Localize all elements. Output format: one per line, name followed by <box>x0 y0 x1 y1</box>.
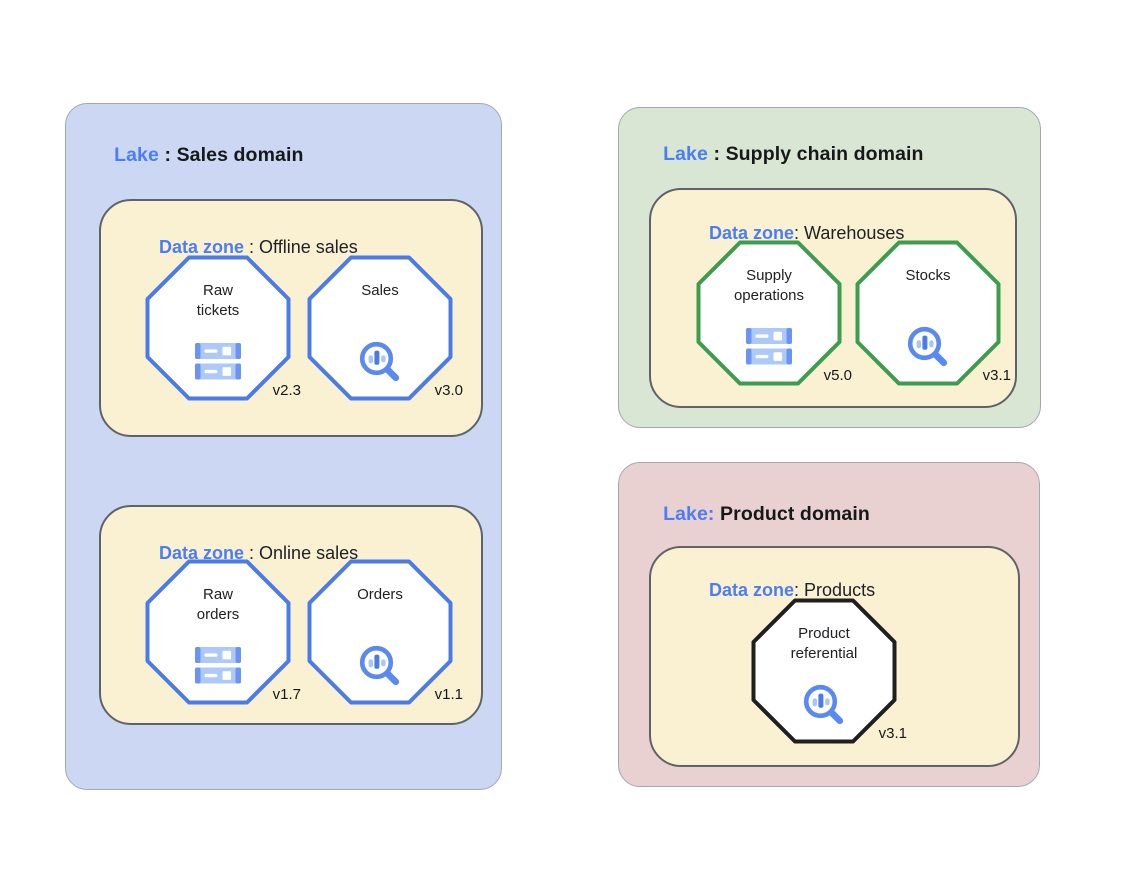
version-label: v3.0 <box>434 382 463 399</box>
data-zone-offline-sales: Data zone : Offline sales Raw tickets v2… <box>99 199 483 437</box>
lake-sales-domain: Lake : Sales domain Data zone : Offline … <box>65 103 502 790</box>
entity-stocks: Stocks v3.1 <box>855 240 1011 386</box>
zone-header: Data zone : Online sales <box>129 522 358 585</box>
lake-supply-chain-domain: Lake : Supply chain domain Data zone: Wa… <box>618 107 1041 428</box>
version-label: v1.7 <box>272 686 301 703</box>
lake-title: : Supply chain domain <box>707 143 924 165</box>
entity-product-referential: Product referential v3.1 <box>751 598 907 744</box>
version-label: v3.1 <box>878 725 907 742</box>
zone-label: Data zone <box>159 543 245 563</box>
entity-label: Orders <box>357 586 403 603</box>
octagon-shape <box>855 240 1001 386</box>
lake-header: Lake : Supply chain domain <box>641 120 924 189</box>
zone-header: Data zone : Offline sales <box>129 216 358 279</box>
storage-icon <box>696 328 842 365</box>
entity-label: Sales <box>361 282 399 299</box>
data-zone-products: Data zone: Products Product referential … <box>649 546 1020 767</box>
zone-title: : Online sales <box>244 543 359 563</box>
octagon-shape <box>145 559 291 705</box>
storage-icon <box>145 343 291 380</box>
entity-raw-orders: Raw orders v1.7 <box>145 559 301 705</box>
lake-title: : Sales domain <box>158 144 304 166</box>
octagon-shape <box>307 559 453 705</box>
zone-header: Data zone: Products <box>679 559 875 622</box>
zone-header: Data zone: Warehouses <box>679 202 904 265</box>
data-zone-online-sales: Data zone : Online sales Raw orders v1.7… <box>99 505 483 725</box>
octagon-shape <box>751 598 897 744</box>
version-label: v2.3 <box>272 382 301 399</box>
lake-title: Product domain <box>714 503 870 525</box>
entity-raw-tickets: Raw tickets v2.3 <box>145 255 301 401</box>
zone-label: Data zone <box>709 580 795 600</box>
octagon-shape <box>307 255 453 401</box>
storage-icon <box>145 647 291 684</box>
zone-title: : Products <box>794 580 876 600</box>
zone-label: Data zone <box>709 223 795 243</box>
lake-header: Lake : Sales domain <box>92 121 303 190</box>
zone-title: : Warehouses <box>794 223 905 243</box>
entity-label: Product referential <box>790 625 858 662</box>
zone-label: Data zone <box>159 237 245 257</box>
search-analytics-icon <box>751 682 897 728</box>
lake-label: Lake <box>114 144 159 166</box>
entity-label: Supply operations <box>733 267 805 304</box>
lake-label: Lake <box>663 143 708 165</box>
entity-label: Raw tickets <box>196 282 240 319</box>
version-label: v3.1 <box>982 367 1011 384</box>
lake-label: Lake: <box>663 503 715 525</box>
entity-supply-operations: Supply operations v5.0 <box>696 240 852 386</box>
search-analytics-icon <box>307 339 453 385</box>
entity-sales: Sales v3.0 <box>307 255 463 401</box>
lake-product-domain: Lake: Product domain Data zone: Products… <box>618 462 1040 787</box>
search-analytics-icon <box>855 324 1001 370</box>
version-label: v5.0 <box>823 367 852 384</box>
lake-header: Lake: Product domain <box>641 480 870 549</box>
search-analytics-icon <box>307 643 453 689</box>
entity-orders: Orders v1.1 <box>307 559 463 705</box>
octagon-shape <box>145 255 291 401</box>
zone-title: : Offline sales <box>244 237 358 257</box>
octagon-shape <box>696 240 842 386</box>
data-zone-warehouses: Data zone: Warehouses Supply operations … <box>649 188 1017 408</box>
entity-label: Stocks <box>905 267 951 284</box>
entity-label: Raw orders <box>196 586 240 623</box>
version-label: v1.1 <box>434 686 463 703</box>
